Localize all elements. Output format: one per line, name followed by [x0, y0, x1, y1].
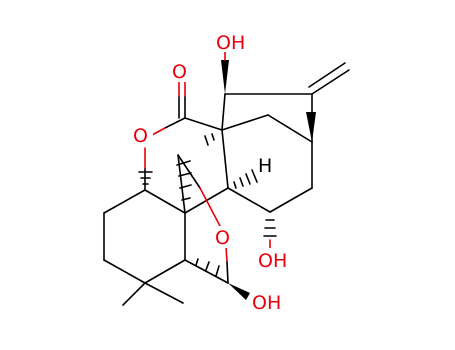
bond-c1-c2 [103, 189, 146, 214]
bond-bridge-o-b [199, 187, 221, 227]
bond-c16-c17-b [308, 62, 346, 88]
bond-c8-c15 [221, 93, 226, 131]
stereo-hydrogen: H [258, 154, 274, 177]
bond-c16-c17-a [311, 69, 350, 95]
wedge-c15-oh [221, 60, 229, 94]
bond-bridge-o-a [177, 154, 201, 189]
bond-c8-c7 [184, 117, 223, 131]
lactone-o-label: O [133, 125, 148, 147]
hash-bond-c11-oh [263, 219, 277, 237]
wedge-c20-oh [228, 283, 250, 300]
bond-c12-c11 [269, 187, 313, 213]
hash-bond-c5 [195, 258, 220, 277]
hydroxyl-bottom: OH [252, 289, 288, 314]
bond-c4-methyl-b [144, 282, 184, 304]
carbonyl-o-label: O [172, 61, 187, 83]
carbonyl-oxygen: O [172, 60, 193, 83]
oh-mid-label: OH [258, 250, 287, 272]
carbon-skeleton [103, 62, 350, 306]
bond-o-c20-a [225, 245, 228, 263]
hash-bond-c9-h [233, 169, 258, 189]
hydroxyl-middle: OH [258, 248, 294, 272]
oh-bottom-label: OH [252, 292, 281, 314]
bond-c4-methyl-a [122, 282, 146, 306]
oh-top-label: OH [216, 32, 245, 54]
heteroatom-bonds [144, 51, 271, 284]
bridge-oxygen: O [215, 226, 235, 249]
hash-bond-c8 [204, 133, 215, 146]
hydroxyl-top: OH [216, 30, 252, 54]
wedge-c16-bridge [306, 112, 316, 142]
bond-c7-o [164, 117, 186, 129]
bond-c8-c14 [221, 114, 269, 131]
bond-o-c20-b [226, 261, 229, 284]
h-label: H [258, 155, 272, 177]
atom-labels: O O O OH OH OH H [133, 30, 294, 314]
bond-c5-c20 [184, 259, 229, 284]
bond-c10-c1 [144, 189, 186, 214]
bond-o-lactone-right [151, 127, 166, 136]
stereo-bonds [138, 60, 316, 300]
lactone-oxygen: O [133, 124, 153, 147]
bond-c3-c4 [103, 259, 146, 284]
bond-c4-c5 [144, 259, 186, 284]
bond-c9-c11 [227, 187, 271, 213]
bond-c14-c13 [267, 114, 313, 143]
bond-c9-c8 [221, 129, 229, 189]
bridge-o-label: O [215, 227, 230, 249]
